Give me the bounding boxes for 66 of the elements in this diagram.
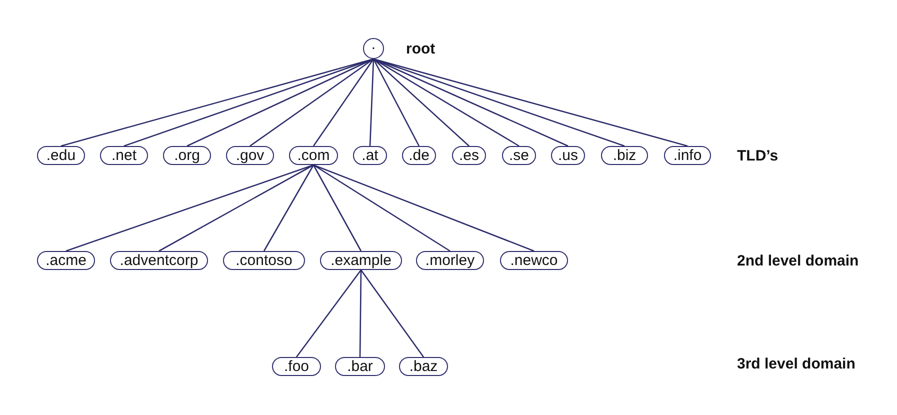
node-label: .acme — [46, 252, 86, 269]
node-label: . — [371, 36, 376, 53]
domain-node — [601, 146, 648, 165]
domain-node — [100, 146, 148, 165]
connector-line — [359, 270, 362, 357]
connector-line — [373, 58, 470, 146]
connector-line — [312, 164, 362, 252]
node-label: .info — [673, 147, 702, 164]
level-label: 3rd level domain — [737, 356, 856, 372]
level-label: root — [406, 40, 436, 57]
node-label: .baz — [409, 358, 438, 375]
connector-line — [296, 270, 362, 358]
node-label: .se — [508, 147, 529, 164]
connector-line — [360, 270, 424, 358]
domain-node — [37, 146, 85, 165]
domain-node — [226, 146, 274, 165]
node-label: .org — [174, 147, 200, 164]
domain-node — [335, 357, 385, 376]
level-label: TLD’s — [737, 148, 778, 164]
connector-line — [313, 164, 534, 252]
domain-node — [399, 357, 448, 376]
domain-node — [320, 251, 402, 270]
connector-line — [158, 164, 314, 252]
connector-line — [60, 58, 374, 147]
connector-line — [263, 164, 314, 252]
node-label: .newco — [510, 252, 558, 269]
domain-node — [551, 146, 585, 165]
node-label: .com — [297, 147, 330, 164]
connector-line — [312, 58, 374, 146]
domain-node — [664, 146, 711, 165]
connector-line — [369, 58, 374, 146]
node-label: .edu — [46, 147, 76, 164]
node-label: .contoso — [236, 252, 292, 269]
domain-node — [416, 251, 484, 270]
domain-node — [502, 146, 536, 165]
node-label: .bar — [347, 358, 373, 375]
root-node-circle — [363, 38, 384, 59]
node-label: .biz — [612, 147, 636, 164]
node-label: .us — [558, 147, 578, 164]
node-label: .at — [362, 147, 378, 164]
domain-node — [163, 146, 211, 165]
domain-node — [37, 251, 95, 270]
node-label: .de — [408, 147, 430, 164]
domain-node — [223, 251, 305, 270]
domain-node — [272, 357, 321, 376]
connector-line — [373, 58, 688, 147]
domain-node — [353, 146, 387, 165]
node-label: .net — [111, 147, 137, 164]
node-label: .foo — [284, 358, 310, 375]
domain-node — [452, 146, 486, 165]
node-label: .gov — [236, 147, 264, 164]
node-label: .morley — [425, 252, 475, 269]
connector-line — [373, 58, 625, 147]
connector-line — [313, 164, 450, 252]
connector-line — [66, 164, 314, 252]
domain-node — [110, 251, 208, 270]
connector-line — [372, 58, 420, 146]
node-label: .es — [458, 147, 479, 164]
connector-line — [124, 58, 374, 147]
domain-node — [289, 146, 338, 165]
domain-node — [402, 146, 436, 165]
node-label: .example — [330, 252, 392, 269]
node-label: .adventcorp — [120, 252, 198, 269]
connector-line — [250, 58, 374, 147]
domain-node — [500, 251, 568, 270]
level-label: 2nd level domain — [737, 252, 859, 270]
